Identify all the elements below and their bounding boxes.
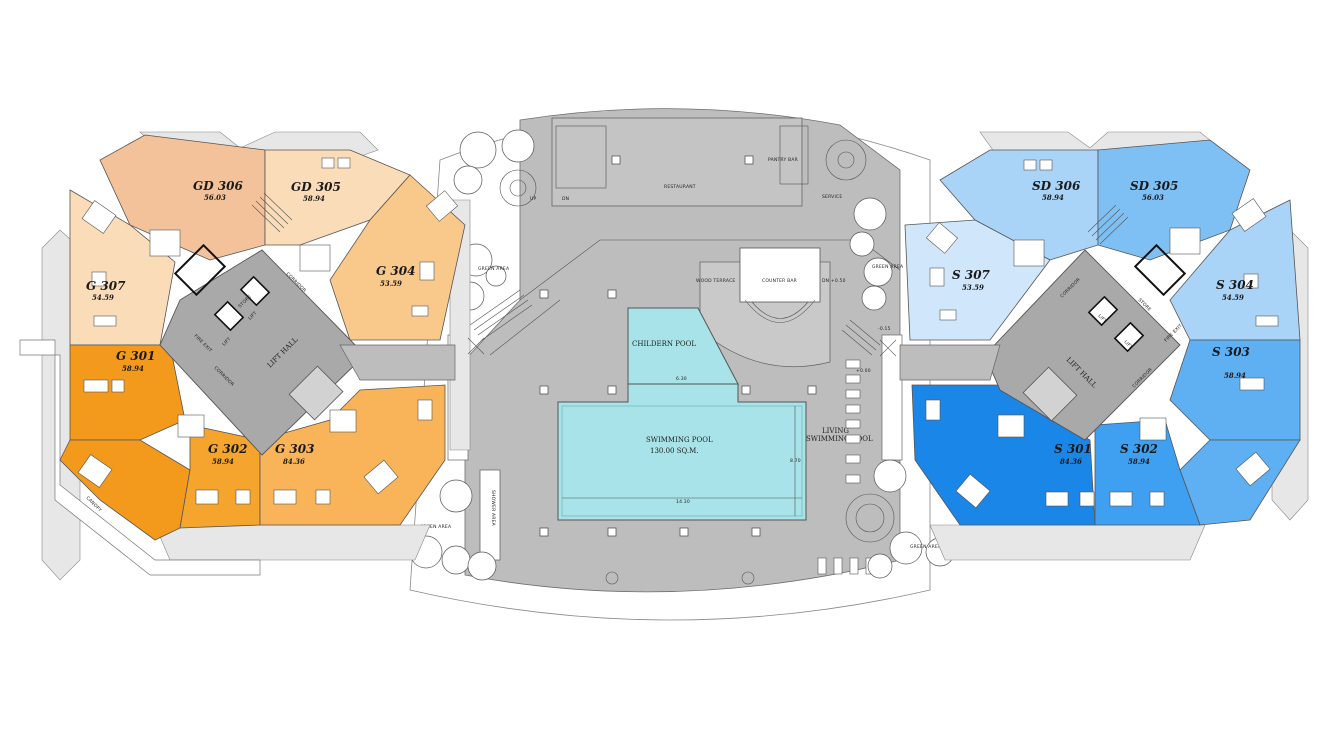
central-plaza: RESTAURANT PANTRY BAR SERVICE UP DN WOOD… bbox=[409, 108, 931, 621]
swimming-pool-label: SWIMMING POOL bbox=[646, 436, 713, 444]
unit-s302-name: S 302 bbox=[1120, 442, 1158, 456]
counter-bar-label: COUNTER BAR bbox=[762, 278, 797, 284]
pool-height-dim: 8.70 bbox=[790, 458, 801, 464]
unit-gd306-area: 56.03 bbox=[204, 193, 226, 202]
unit-gd305-area: 58.94 bbox=[303, 194, 325, 203]
counter-bar bbox=[739, 247, 821, 303]
unit-g304-area: 53.59 bbox=[380, 279, 402, 288]
unit-s307-area: 53.59 bbox=[962, 283, 984, 292]
lift-label: LIFT bbox=[1097, 313, 1108, 324]
unit-gd305-name: GD 305 bbox=[291, 180, 341, 194]
children-pool-label: CHILDERN POOL bbox=[632, 340, 696, 348]
left-stair bbox=[251, 192, 293, 233]
unit-sd305-area: 56.03 bbox=[1142, 193, 1164, 202]
lift-shafts bbox=[1087, 243, 1187, 353]
spiral-stair bbox=[825, 139, 867, 181]
unit-g301-name: G 301 bbox=[116, 349, 155, 363]
unit-g307-area: 54.59 bbox=[92, 293, 114, 302]
unit-g304-name: G 304 bbox=[376, 264, 415, 278]
unit-g303-area: 84.36 bbox=[283, 457, 305, 466]
right-stair bbox=[1087, 204, 1129, 245]
service-label: SERVICE bbox=[822, 194, 842, 200]
unit-s303-name: S 303 bbox=[1212, 345, 1250, 359]
beds bbox=[925, 198, 1271, 509]
column-grid bbox=[539, 155, 817, 537]
up-label: UP bbox=[530, 196, 536, 202]
unit-g301-area: 58.94 bbox=[122, 364, 144, 373]
pool-width-dim: 14.30 bbox=[676, 499, 690, 505]
lift-label: LIFT bbox=[247, 310, 258, 321]
walkway-markers bbox=[467, 337, 897, 357]
unit-s303-bed[interactable] bbox=[1179, 439, 1301, 526]
unit-sd306-name: SD 306 bbox=[1032, 179, 1081, 193]
level-zero: +0.00 bbox=[856, 368, 871, 374]
unit-s307-name: S 307 bbox=[952, 268, 991, 282]
canopy bbox=[19, 339, 261, 576]
unit-s301-name: S 301 bbox=[1054, 442, 1092, 456]
swimming-pool-area: 130.00 SQ.M. bbox=[650, 447, 699, 455]
living-pool-label-2: SWIMMING POOL bbox=[806, 435, 873, 443]
left-tower: CANOPY LIFT LIFT STORE LIFT HALL FIRE EX… bbox=[19, 131, 471, 581]
unit-g302-name: G 302 bbox=[208, 442, 247, 456]
unit-g307-name: G 307 bbox=[86, 279, 126, 293]
fountain bbox=[845, 493, 895, 543]
unit-g303-name: G 303 bbox=[275, 442, 314, 456]
dn-label: DN bbox=[562, 196, 569, 202]
unit-s303-area: 58.94 bbox=[1224, 371, 1246, 380]
unit-s304-name: S 304 bbox=[1216, 278, 1254, 292]
lift-shafts bbox=[173, 243, 271, 332]
bathrooms bbox=[149, 229, 357, 438]
green-area-label: GREEN AREA bbox=[478, 266, 510, 272]
pantry-bar-label: PANTRY BAR bbox=[768, 157, 798, 163]
shower-label: SHOWER AREA bbox=[490, 490, 496, 527]
unit-gd306-name: GD 306 bbox=[193, 179, 244, 193]
unit-g301[interactable] bbox=[69, 344, 186, 441]
unit-s301-area: 84.36 bbox=[1060, 457, 1082, 466]
children-pool-dim: 6.30 bbox=[676, 376, 687, 382]
green-area-label: GREEN AREA bbox=[420, 524, 452, 530]
unit-sd305-name: SD 305 bbox=[1130, 179, 1178, 193]
wood-terrace-label: WOOD TERRACE bbox=[696, 278, 735, 284]
level-minus: -0.15 bbox=[878, 326, 891, 332]
restaurant-area bbox=[551, 117, 803, 207]
unit-g302-area: 58.94 bbox=[212, 457, 234, 466]
swimming-pool bbox=[557, 383, 807, 521]
unit-s302-area: 58.94 bbox=[1128, 457, 1150, 466]
green-area-label: GREEN AREA bbox=[910, 544, 942, 550]
lift-label: LIFT bbox=[221, 336, 232, 347]
green-area-label: GREEN AREA bbox=[872, 264, 904, 270]
spiral-stair bbox=[499, 169, 537, 207]
unit-s304-area: 54.59 bbox=[1222, 293, 1244, 302]
lift-label: LIFT bbox=[1123, 339, 1134, 350]
unit-sd306-area: 58.94 bbox=[1042, 193, 1064, 202]
restaurant-label: RESTAURANT bbox=[664, 184, 696, 190]
living-pool-label-1: LIVING bbox=[822, 427, 849, 435]
furniture bbox=[925, 159, 1279, 507]
level-label: DN +0.50 bbox=[822, 278, 846, 284]
beds bbox=[77, 190, 459, 495]
bathrooms bbox=[997, 227, 1201, 441]
right-tower: LIFT LIFT STORE LIFT HALL FIRE EXIT CORR… bbox=[899, 131, 1309, 561]
furniture bbox=[83, 157, 435, 505]
